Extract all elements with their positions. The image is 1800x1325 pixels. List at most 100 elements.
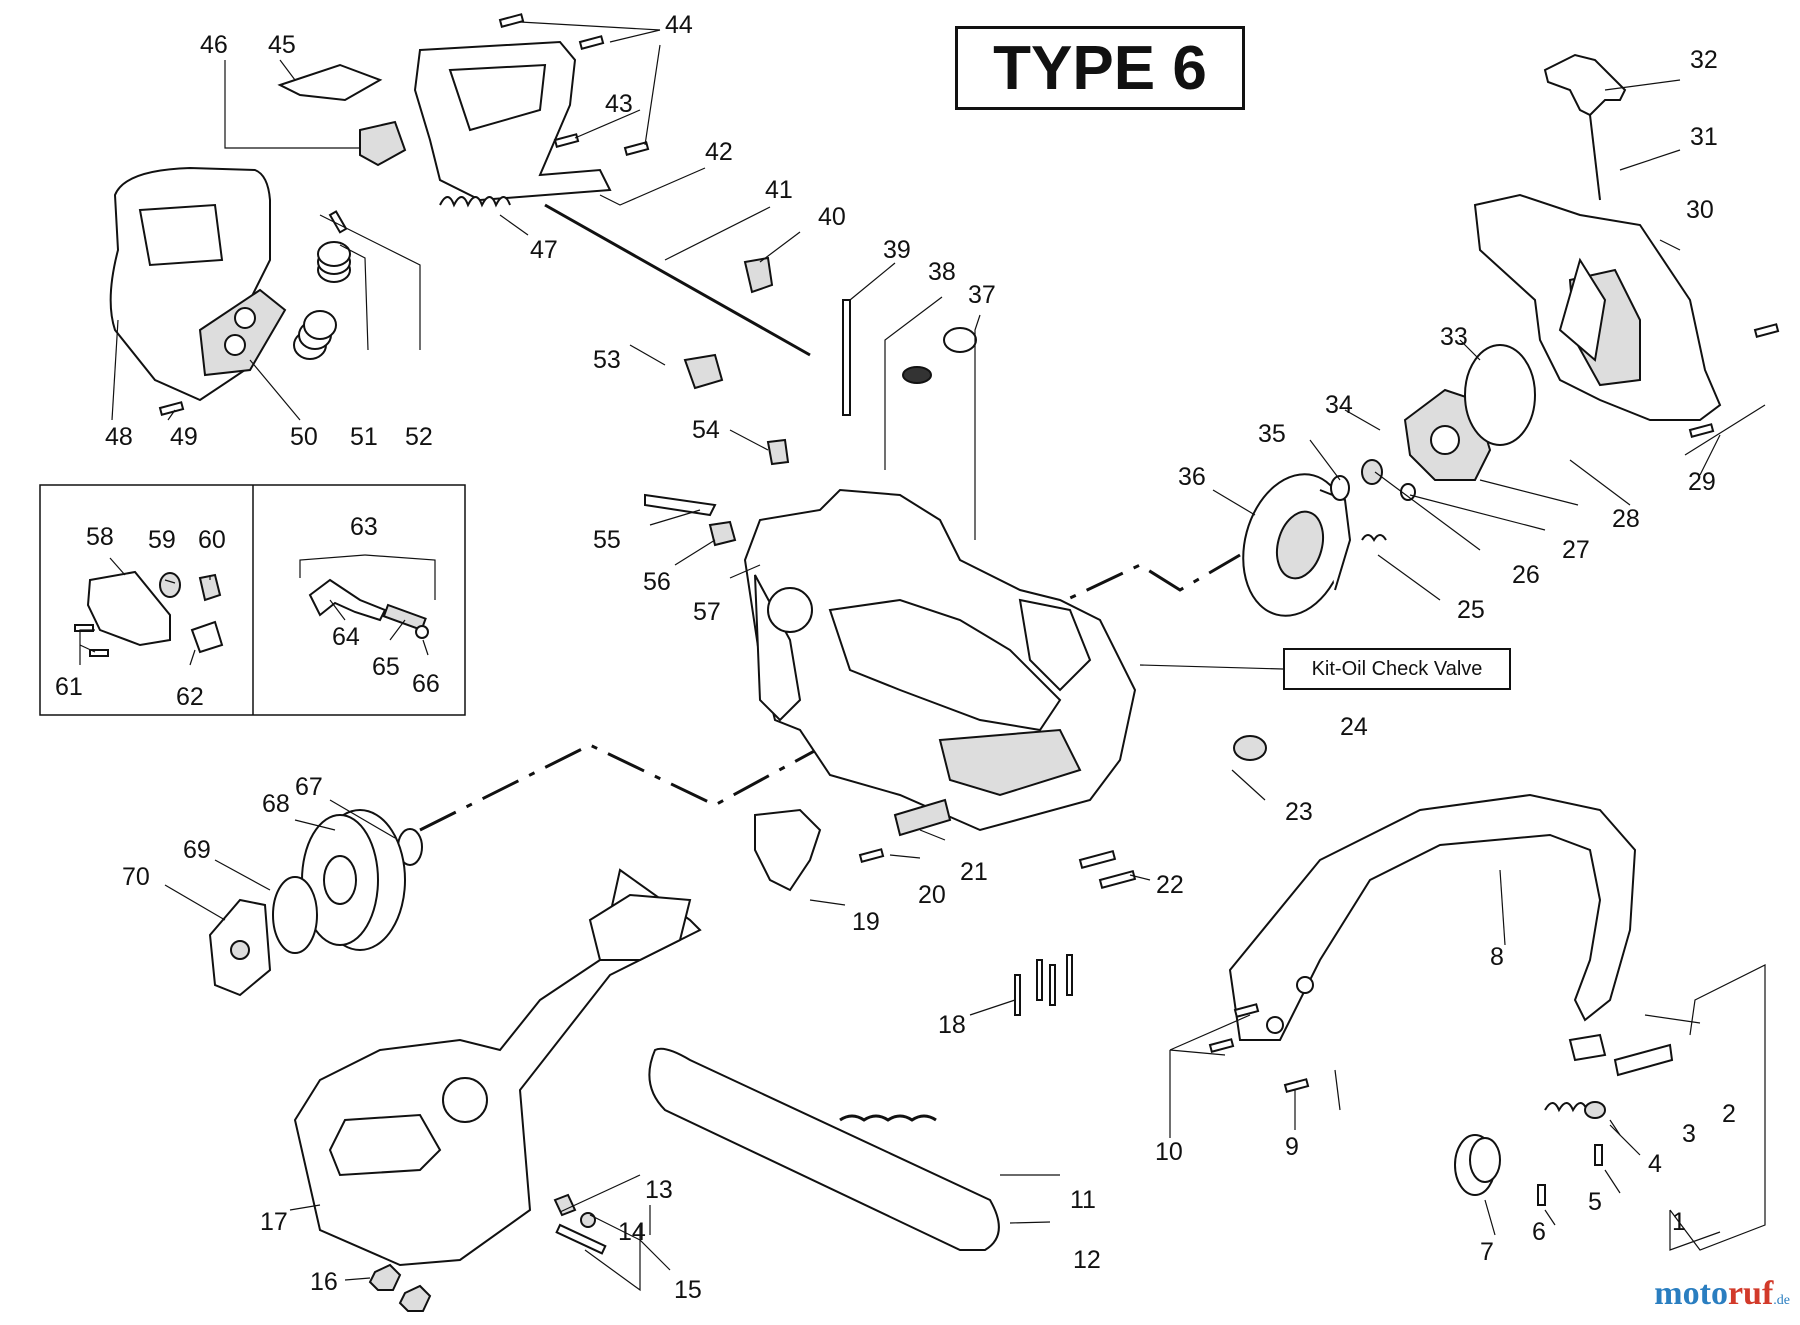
label-67: 67 xyxy=(295,773,323,801)
label-8: 8 xyxy=(1490,943,1504,971)
label-37: 37 xyxy=(968,281,996,309)
label-69: 69 xyxy=(183,836,211,864)
label-36: 36 xyxy=(1178,463,1206,491)
label-50: 50 xyxy=(290,423,318,451)
label-11: 11 xyxy=(1070,1186,1096,1214)
label-30: 30 xyxy=(1686,196,1714,224)
label-29: 29 xyxy=(1688,468,1716,496)
spring-4 xyxy=(1544,1102,1588,1113)
label-57: 57 xyxy=(693,598,721,626)
side-cover-17 xyxy=(293,868,702,1267)
guide-bar-12 xyxy=(648,1047,1000,1251)
label-43: 43 xyxy=(605,90,633,118)
front-handle-8 xyxy=(1228,793,1637,1041)
label-23: 23 xyxy=(1285,798,1313,826)
label-46: 46 xyxy=(200,31,228,59)
spring-51 xyxy=(317,241,351,283)
label-31: 31 xyxy=(1690,123,1718,151)
spring-47 xyxy=(439,196,511,208)
bumper-21 xyxy=(893,798,952,837)
part-54 xyxy=(766,438,790,466)
clamp-3 xyxy=(1568,1033,1607,1062)
label-44: 44 xyxy=(665,11,693,39)
washer-26 xyxy=(1400,483,1416,501)
label-34: 34 xyxy=(1325,391,1353,419)
label-55: 55 xyxy=(593,526,621,554)
label-4: 4 xyxy=(1648,1150,1662,1178)
label-12: 12 xyxy=(1073,1246,1101,1274)
inset-carb-parts xyxy=(74,570,224,657)
label-54: 54 xyxy=(692,416,720,444)
nut-34 xyxy=(1361,459,1383,485)
label-5: 5 xyxy=(1588,1188,1602,1216)
starter-grip-32 xyxy=(1543,53,1627,201)
label-33: 33 xyxy=(1440,323,1468,351)
label-14: 14 xyxy=(618,1218,646,1246)
label-49: 49 xyxy=(170,423,198,451)
label-58: 58 xyxy=(86,523,114,551)
label-16: 16 xyxy=(310,1268,338,1296)
part-37 xyxy=(943,327,977,353)
buffer-7 xyxy=(1454,1134,1501,1196)
label-20: 20 xyxy=(918,881,946,909)
type-title-box: TYPE 6 xyxy=(955,26,1245,110)
label-56: 56 xyxy=(643,568,671,596)
label-17: 17 xyxy=(260,1208,288,1236)
label-53: 53 xyxy=(593,346,621,374)
label-61: 61 xyxy=(55,673,83,701)
starter-pulley-33 xyxy=(1464,344,1536,446)
label-22: 22 xyxy=(1156,871,1184,899)
kit-oil-check-valve-callout: Kit-Oil Check Valve xyxy=(1283,648,1511,690)
label-60: 60 xyxy=(198,526,226,554)
leader-lines xyxy=(79,21,1766,1292)
brand-watermark: motoruf.de xyxy=(1654,1275,1790,1313)
label-25: 25 xyxy=(1457,596,1485,624)
label-32: 32 xyxy=(1690,46,1718,74)
label-1: 1 xyxy=(1672,1208,1686,1236)
label-47: 47 xyxy=(530,236,558,264)
inset-hose-parts xyxy=(308,578,429,639)
part-labels: 1 2 3 4 5 6 7 8 9 10 11 12 13 14 15 16 1… xyxy=(55,11,1736,1304)
label-51: 51 xyxy=(350,423,378,451)
brand-part-1: moto xyxy=(1654,1275,1728,1312)
label-45: 45 xyxy=(268,31,296,59)
label-38: 38 xyxy=(928,258,956,286)
spring-50 xyxy=(293,310,337,360)
label-6: 6 xyxy=(1532,1218,1546,1246)
label-15: 15 xyxy=(674,1276,702,1304)
label-70: 70 xyxy=(122,863,150,891)
crankcase xyxy=(743,488,1137,832)
label-52: 52 xyxy=(405,423,433,451)
starter-housing-30 xyxy=(1473,193,1722,421)
fan-wheel-36 xyxy=(1242,473,1352,617)
part-39-rod xyxy=(842,299,851,416)
label-24: 24 xyxy=(1340,713,1368,741)
label-2: 2 xyxy=(1722,1100,1736,1128)
label-40: 40 xyxy=(818,203,846,231)
label-18: 18 xyxy=(938,1011,966,1039)
label-21: 21 xyxy=(960,858,988,886)
label-59: 59 xyxy=(148,526,176,554)
bar-plate-19 xyxy=(754,808,822,892)
part-40 xyxy=(743,256,774,294)
label-66: 66 xyxy=(412,670,440,698)
clutch-70 xyxy=(208,898,272,997)
label-39: 39 xyxy=(883,236,911,264)
label-9: 9 xyxy=(1285,1133,1299,1161)
label-26: 26 xyxy=(1512,561,1540,589)
label-62: 62 xyxy=(176,683,204,711)
throttle-handle xyxy=(277,40,612,202)
label-35: 35 xyxy=(1258,420,1286,448)
spring-25 xyxy=(1361,534,1387,542)
part-53 xyxy=(683,353,724,390)
label-64: 64 xyxy=(332,623,360,651)
label-10: 10 xyxy=(1155,1138,1183,1166)
throttle-rod xyxy=(544,203,811,357)
label-48: 48 xyxy=(105,423,133,451)
label-19: 19 xyxy=(852,908,880,936)
part-55 xyxy=(644,493,717,517)
nut-4 xyxy=(1584,1101,1606,1119)
part-56 xyxy=(708,520,737,547)
rear-handle xyxy=(109,166,287,402)
